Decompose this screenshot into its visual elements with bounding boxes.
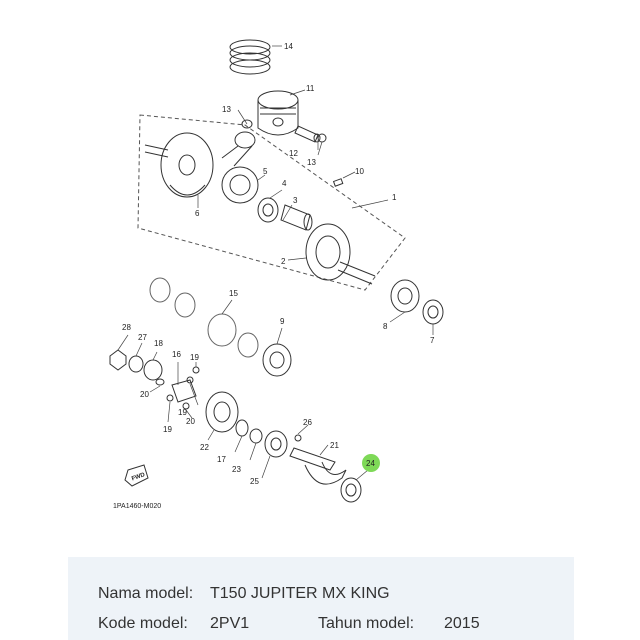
oil-seal-part (340, 477, 362, 503)
callout-13a: 13 (222, 105, 231, 114)
callout-12: 12 (289, 149, 298, 158)
callout-8: 8 (383, 322, 388, 331)
callout-17: 17 (217, 455, 226, 464)
callout-22: 22 (200, 443, 209, 452)
timing-gear-part (422, 299, 444, 325)
callout-19b: 19 (178, 408, 187, 417)
callout-20a: 20 (140, 390, 149, 399)
model-code-row: Kode model: 2PV1 Tahun model: 2015 (98, 609, 574, 639)
callout-26: 26 (303, 418, 312, 427)
model-name-label: Nama model: (98, 585, 194, 602)
callout-11: 11 (306, 84, 315, 93)
callout-23: 23 (232, 465, 241, 474)
callout-21: 21 (330, 441, 339, 450)
callout-3: 3 (293, 196, 298, 205)
exploded-parts-diagram: 1 2 3 4 5 6 7 8 9 10 11 12 13 13 14 15 1… (109, 39, 444, 510)
model-year-value: 2015 (444, 615, 480, 632)
model-code-value: 2PV1 (210, 615, 250, 632)
callout-2: 2 (281, 257, 286, 266)
callout-13b: 13 (307, 158, 316, 167)
thrust-washer-part (235, 419, 249, 437)
callout-19a: 19 (190, 353, 199, 362)
piston-part (257, 90, 299, 136)
forward-arrow-icon (124, 464, 149, 487)
right-crank-web-part (305, 223, 376, 285)
balancer-shaft-part (289, 447, 347, 485)
callout-5: 5 (263, 167, 268, 176)
callout-14: 14 (284, 42, 293, 51)
gear-bearing-part (262, 343, 292, 377)
cam-assembly-part (166, 366, 200, 410)
left-crank-web-part (144, 132, 214, 198)
callout-19c: 19 (163, 425, 172, 434)
small-washer-part (155, 378, 165, 386)
callout-28: 28 (122, 323, 131, 332)
crank-bearing-part (390, 279, 420, 313)
callout-6: 6 (195, 209, 200, 218)
callout-16: 16 (172, 350, 181, 359)
model-year-label: Tahun model: (318, 615, 415, 632)
model-name-row: Nama model: T150 JUPITER MX KING (98, 579, 574, 609)
circlip-part (241, 119, 253, 129)
needle-bearing-part (257, 197, 279, 223)
model-info-panel: Nama model: T150 JUPITER MX KING Kode mo… (68, 557, 574, 640)
fwd-label: FWD (131, 472, 147, 483)
callout-1: 1 (392, 193, 397, 202)
callout-24: 24 (366, 459, 375, 468)
callout-18: 18 (154, 339, 163, 348)
primary-gears-part (149, 277, 259, 358)
callout-27: 27 (138, 333, 147, 342)
spacer-part (249, 428, 263, 444)
callout-9: 9 (280, 317, 285, 326)
key-part (332, 178, 344, 187)
callout-4: 4 (282, 179, 287, 188)
diagram-code: 1PA1460-M020 (113, 503, 161, 510)
diagram-canvas: 1 2 3 4 5 6 7 8 9 10 11 12 13 13 14 15 1… (109, 39, 444, 510)
model-code-label: Kode model: (98, 615, 188, 632)
callout-10: 10 (355, 167, 364, 176)
callout-7: 7 (430, 336, 435, 345)
washer-part (128, 355, 144, 373)
callout-25: 25 (250, 477, 259, 486)
piston-rings-part (229, 39, 271, 75)
model-name-value: T150 JUPITER MX KING (210, 585, 390, 602)
highlight-marker (362, 454, 380, 472)
callout-15: 15 (229, 289, 238, 298)
piston-pin-part (294, 125, 321, 143)
nut-part (109, 349, 127, 371)
plate-part (143, 359, 163, 381)
callout-20b: 20 (186, 417, 195, 426)
drive-gear-part (205, 391, 239, 433)
connecting-rod-part (221, 131, 259, 204)
crank-pin-part (280, 204, 313, 231)
balancer-bearing-part (264, 430, 288, 458)
assembly-group-outline (137, 114, 406, 291)
ball-part (294, 434, 302, 442)
